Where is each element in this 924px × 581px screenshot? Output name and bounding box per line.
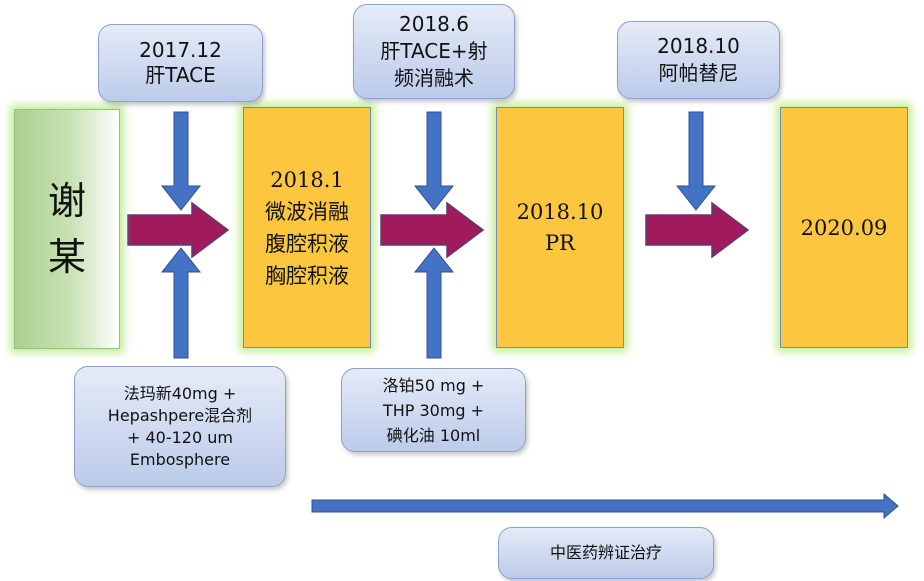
event-callout-2018-6: 2018.6 肝TACE+射 频消融术 xyxy=(353,4,515,99)
flow-arrow-1 xyxy=(127,201,230,259)
flow-arrow-2 xyxy=(380,201,485,259)
regimen-text: 洛铂50 mg + THP 30mg + 碘化油 10ml xyxy=(382,375,485,445)
tcm-timeline-arrow xyxy=(311,492,899,520)
stage-box-2018-1: 2018.1 微波消融 腹腔积液 胸腔积液 xyxy=(243,107,371,348)
down-arrow-2 xyxy=(413,111,455,211)
event-text: 2018.10 阿帕替尼 xyxy=(657,34,740,85)
flow-arrow-3 xyxy=(645,201,750,259)
event-text: 2017.12 肝TACE xyxy=(139,38,222,87)
event-text: 2018.6 肝TACE+射 频消融术 xyxy=(380,12,488,90)
tcm-label-box: 中医药辨证治疗 xyxy=(498,527,714,579)
up-arrow-2 xyxy=(413,247,455,359)
patient-box: 谢某 xyxy=(14,109,120,349)
stage-text: 2018.10 PR xyxy=(516,199,604,255)
event-callout-2017-12: 2017.12 肝TACE xyxy=(98,24,263,102)
up-arrow-1 xyxy=(160,247,202,359)
event-callout-2018-10: 2018.10 阿帕替尼 xyxy=(617,21,780,99)
down-arrow-1 xyxy=(160,111,202,211)
patient-name: 谢某 xyxy=(47,179,86,279)
stage-box-2020-09: 2020.09 xyxy=(780,107,908,348)
stage-box-2018-10: 2018.10 PR xyxy=(496,107,624,348)
tcm-text: 中医药辨证治疗 xyxy=(549,543,662,562)
stage-text: 2020.09 xyxy=(800,215,888,240)
regimen-callout-2: 洛铂50 mg + THP 30mg + 碘化油 10ml xyxy=(341,368,526,452)
stage-text: 2018.1 微波消融 腹腔积液 胸腔积液 xyxy=(265,167,349,288)
down-arrow-3 xyxy=(675,111,717,211)
regimen-callout-1: 法玛新40mg + Hepashpere混合剂 + 40-120 um Embo… xyxy=(74,366,286,487)
regimen-text: 法玛新40mg + Hepashpere混合剂 + 40-120 um Embo… xyxy=(107,383,253,469)
